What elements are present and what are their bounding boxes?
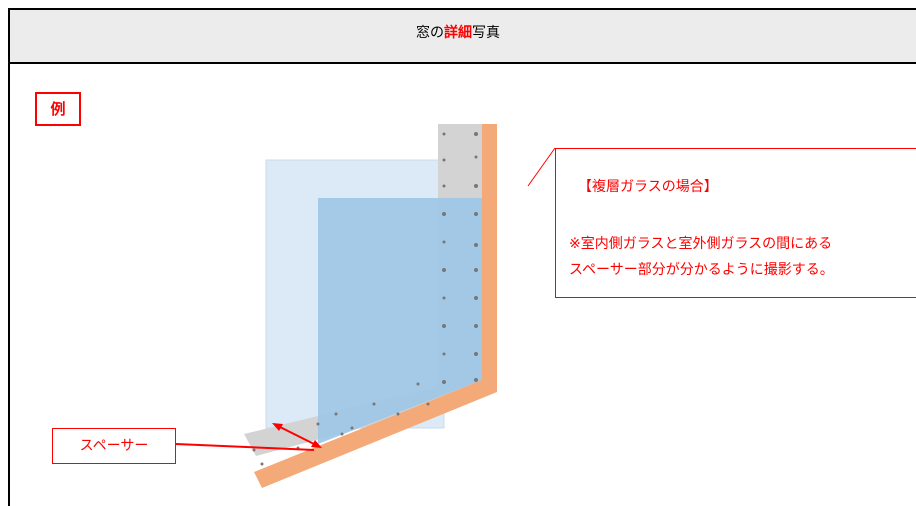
title-suffix: 写真 (472, 25, 500, 41)
note-pointer (527, 147, 556, 187)
note-line-1: ※室内側ガラスと室外側ガラスの間にある (569, 236, 833, 252)
inner-glass-pane (318, 198, 482, 444)
title-emphasis: 詳細 (444, 25, 472, 41)
title-prefix: 窓の (416, 25, 444, 41)
frame-screws (252, 132, 478, 466)
note-line-2: スペーサー部分が分かるように撮影する。 (569, 262, 834, 278)
example-tag: 例 (35, 92, 81, 126)
note-box (555, 148, 916, 298)
spacer-double-arrow (275, 424, 319, 447)
spacer-label: スペーサー (52, 428, 176, 464)
arrowhead-right (311, 440, 322, 448)
arrowhead-left (272, 423, 283, 431)
header-bar (10, 10, 916, 64)
page-title: 窓の詳細写真 (0, 24, 916, 42)
document-frame (8, 8, 916, 506)
spacer-leader-line (175, 443, 315, 451)
note-heading: 【複層ガラスの場合】 (578, 179, 718, 195)
